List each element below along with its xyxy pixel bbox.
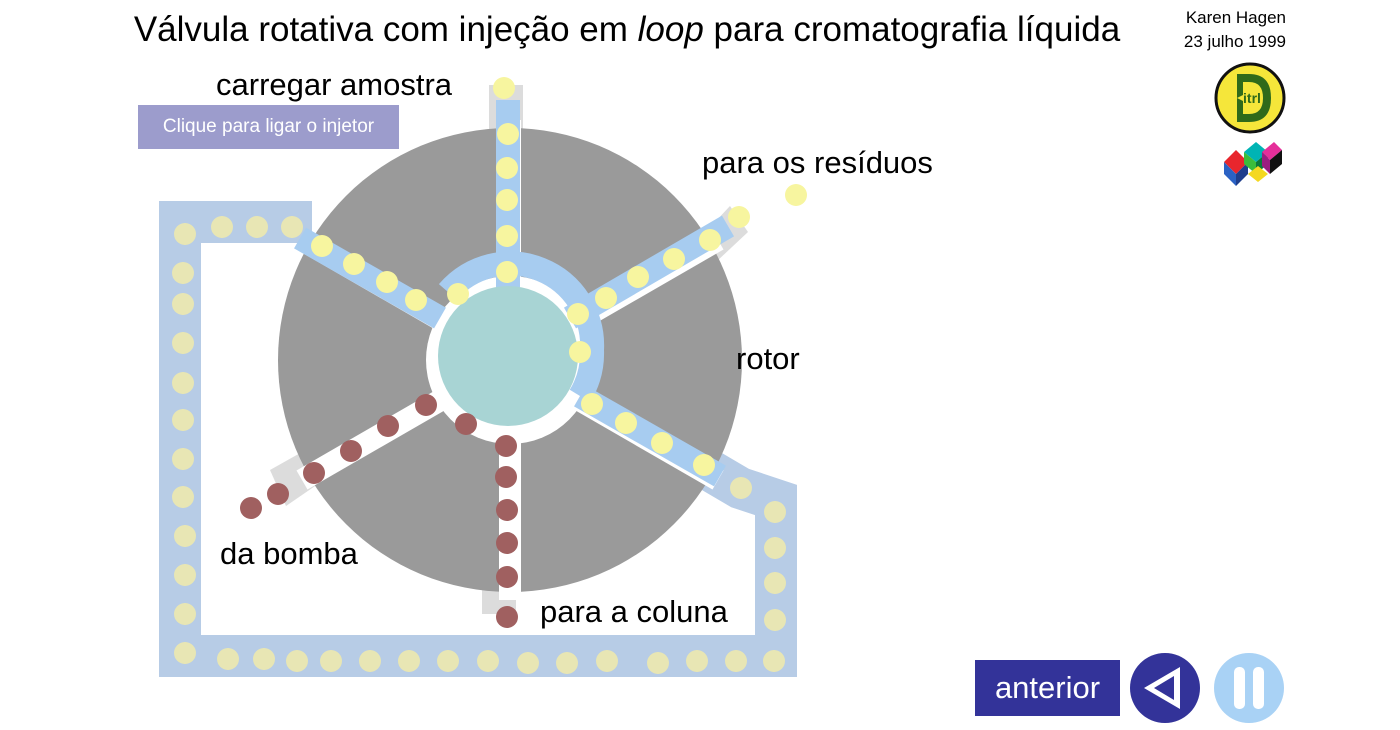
logo-text: itrl bbox=[1243, 90, 1261, 106]
back-button[interactable] bbox=[1128, 651, 1202, 725]
pause-icon bbox=[1234, 667, 1264, 709]
previous-button[interactable]: anterior bbox=[975, 660, 1120, 716]
page-title: Válvula rotativa com injeção em loop par… bbox=[0, 8, 1254, 52]
author-date: 23 julho 1999 bbox=[1183, 32, 1286, 51]
sample-dots bbox=[311, 77, 807, 476]
mobile-phase-dots bbox=[240, 394, 518, 628]
loop-dots bbox=[172, 216, 786, 674]
center-hub bbox=[438, 286, 578, 426]
valve-diagram bbox=[159, 77, 807, 677]
title-part2: para cromatografia líquida bbox=[703, 10, 1121, 49]
label-to-column: para a coluna bbox=[540, 594, 728, 629]
label-rotor: rotor bbox=[736, 341, 800, 376]
label-load-sample: carregar amostra bbox=[216, 67, 453, 102]
author-name: Karen Hagen bbox=[1185, 8, 1286, 27]
cubes-logo bbox=[1224, 142, 1282, 186]
label-from-pump: da bomba bbox=[220, 536, 358, 571]
ditrl-logo: itrl bbox=[1214, 62, 1286, 134]
author-block: Karen Hagen 23 julho 1999 bbox=[1184, 6, 1286, 54]
label-to-waste: para os resíduos bbox=[702, 145, 933, 180]
start-injector-button[interactable]: Clique para ligar o injetor bbox=[138, 105, 399, 149]
pause-button[interactable] bbox=[1212, 651, 1286, 725]
title-part1: Válvula rotativa com injeção em bbox=[133, 10, 638, 49]
title-italic: loop bbox=[637, 10, 704, 49]
triangle-left-icon bbox=[1144, 667, 1180, 709]
